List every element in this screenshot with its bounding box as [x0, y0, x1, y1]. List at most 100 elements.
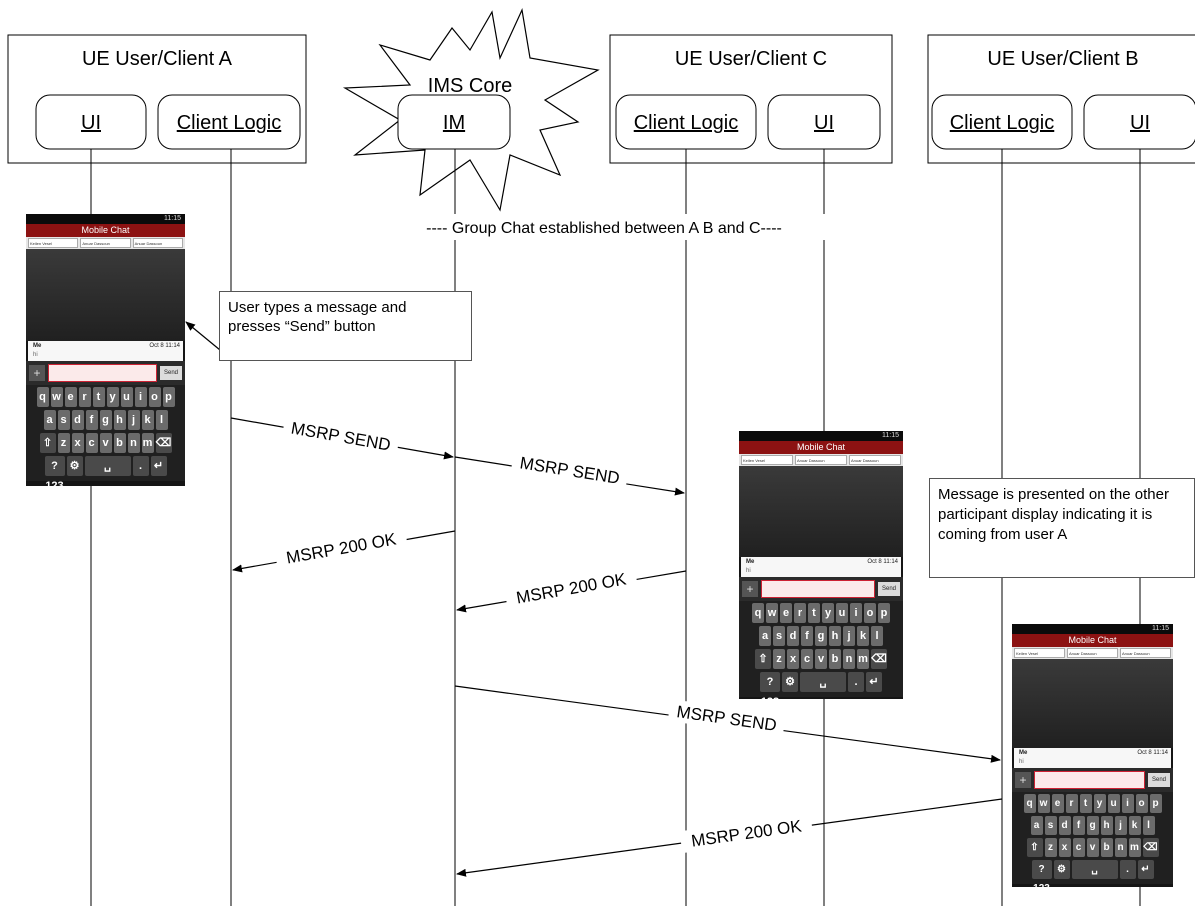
chat-tab[interactable]: Anuar Dassoun — [132, 238, 183, 248]
keyboard-key[interactable]: ⌫ — [155, 433, 172, 453]
attach-button[interactable]: + — [1015, 772, 1031, 788]
keyboard-key[interactable]: n — [127, 433, 140, 453]
keyboard-key[interactable]: a — [1030, 816, 1043, 835]
keyboard-key[interactable]: e — [1051, 794, 1064, 813]
keyboard-key[interactable]: ⇧ — [1026, 838, 1043, 857]
chat-tab[interactable]: Anuar Dassoun — [1120, 648, 1171, 658]
keyboard-key[interactable]: l — [155, 410, 168, 430]
keyboard-key[interactable]: ?123 — [44, 456, 65, 486]
keyboard-key[interactable]: ⚙ — [66, 456, 83, 476]
keyboard-key[interactable]: y — [822, 603, 834, 623]
keyboard-key[interactable]: ?123 — [1031, 860, 1052, 887]
keyboard-key[interactable]: t — [92, 387, 105, 407]
keyboard-key[interactable]: ↵ — [150, 456, 167, 476]
keyboard-key[interactable]: i — [850, 603, 862, 623]
keyboard-key[interactable]: e — [780, 603, 792, 623]
keyboard-key[interactable]: z — [1044, 838, 1057, 857]
keyboard-key[interactable]: i — [134, 387, 147, 407]
keyboard-key[interactable]: n — [1114, 838, 1127, 857]
chat-tab[interactable]: Anuar Dassoun — [849, 455, 901, 465]
keyboard-key[interactable]: ⚙ — [782, 672, 798, 692]
keyboard-key[interactable]: h — [1100, 816, 1113, 835]
keyboard-key[interactable]: x — [71, 433, 84, 453]
chat-tab[interactable]: Anuar Dassoun — [1067, 648, 1118, 658]
attach-button[interactable]: + — [29, 365, 45, 381]
keyboard-key[interactable]: ␣ — [800, 672, 846, 692]
keyboard-key[interactable]: m — [141, 433, 154, 453]
keyboard-key[interactable]: ⌫ — [1142, 838, 1159, 857]
keyboard-key[interactable]: d — [71, 410, 84, 430]
keyboard-key[interactable]: . — [1119, 860, 1136, 879]
keyboard-key[interactable]: j — [1114, 816, 1127, 835]
keyboard-key[interactable]: b — [113, 433, 126, 453]
keyboard-key[interactable]: p — [162, 387, 175, 407]
keyboard-key[interactable]: s — [1044, 816, 1057, 835]
keyboard-key[interactable]: r — [1065, 794, 1078, 813]
keyboard-key[interactable]: g — [99, 410, 112, 430]
keyboard-key[interactable]: x — [1058, 838, 1071, 857]
keyboard-key[interactable]: f — [801, 626, 813, 646]
keyboard-key[interactable]: k — [141, 410, 154, 430]
keyboard-key[interactable]: ␣ — [84, 456, 131, 476]
keyboard-key[interactable]: w — [766, 603, 778, 623]
keyboard-key[interactable]: c — [801, 649, 813, 669]
keyboard-key[interactable]: c — [85, 433, 98, 453]
keyboard-key[interactable]: r — [78, 387, 91, 407]
keyboard-key[interactable]: ⚙ — [1053, 860, 1070, 879]
keyboard-key[interactable]: g — [1086, 816, 1099, 835]
keyboard-key[interactable]: c — [1072, 838, 1085, 857]
keyboard-key[interactable]: k — [1128, 816, 1141, 835]
keyboard-key[interactable]: o — [148, 387, 161, 407]
message-input[interactable] — [48, 364, 157, 382]
keyboard-key[interactable]: r — [794, 603, 806, 623]
keyboard-key[interactable]: g — [815, 626, 827, 646]
keyboard-key[interactable]: j — [843, 626, 855, 646]
send-button[interactable]: Send — [1148, 773, 1170, 787]
keyboard-key[interactable]: t — [1079, 794, 1092, 813]
keyboard-key[interactable]: . — [848, 672, 864, 692]
keyboard-key[interactable]: m — [1128, 838, 1141, 857]
chat-tab[interactable]: Anuar Dassoun — [80, 238, 131, 248]
keyboard-key[interactable]: u — [836, 603, 848, 623]
message-input[interactable] — [761, 580, 875, 598]
keyboard-key[interactable]: t — [808, 603, 820, 623]
keyboard-key[interactable]: o — [1135, 794, 1148, 813]
keyboard-key[interactable]: d — [787, 626, 799, 646]
keyboard-key[interactable]: d — [1058, 816, 1071, 835]
keyboard-key[interactable]: w — [50, 387, 63, 407]
chat-tab[interactable]: Keilen Vesel — [741, 455, 793, 465]
keyboard-key[interactable]: b — [1100, 838, 1113, 857]
keyboard-key[interactable]: p — [878, 603, 890, 623]
keyboard-key[interactable]: q — [1023, 794, 1036, 813]
chat-tab[interactable]: Anuar Dassoun — [795, 455, 847, 465]
keyboard-key[interactable]: y — [106, 387, 119, 407]
keyboard-key[interactable]: ⇧ — [39, 433, 56, 453]
keyboard-key[interactable]: ⇧ — [755, 649, 771, 669]
send-button[interactable]: Send — [160, 366, 182, 380]
keyboard-key[interactable]: s — [57, 410, 70, 430]
keyboard-key[interactable]: q — [36, 387, 49, 407]
keyboard-key[interactable]: x — [787, 649, 799, 669]
keyboard-key[interactable]: k — [857, 626, 869, 646]
keyboard-key[interactable]: ␣ — [1071, 860, 1118, 879]
keyboard-key[interactable]: u — [1107, 794, 1120, 813]
keyboard-key[interactable]: q — [752, 603, 764, 623]
keyboard-key[interactable]: ↵ — [866, 672, 882, 692]
keyboard-key[interactable]: e — [64, 387, 77, 407]
send-button[interactable]: Send — [878, 582, 900, 596]
keyboard-key[interactable]: z — [773, 649, 785, 669]
keyboard-key[interactable]: n — [843, 649, 855, 669]
keyboard-key[interactable]: f — [85, 410, 98, 430]
keyboard-key[interactable]: i — [1121, 794, 1134, 813]
keyboard-key[interactable]: j — [127, 410, 140, 430]
keyboard-key[interactable]: . — [132, 456, 149, 476]
keyboard-key[interactable]: s — [773, 626, 785, 646]
keyboard-key[interactable]: v — [815, 649, 827, 669]
attach-button[interactable]: + — [742, 581, 758, 597]
message-input[interactable] — [1034, 771, 1145, 789]
keyboard-key[interactable]: m — [857, 649, 869, 669]
keyboard-key[interactable]: y — [1093, 794, 1106, 813]
keyboard-key[interactable]: l — [871, 626, 883, 646]
keyboard-key[interactable]: a — [43, 410, 56, 430]
keyboard-key[interactable]: f — [1072, 816, 1085, 835]
